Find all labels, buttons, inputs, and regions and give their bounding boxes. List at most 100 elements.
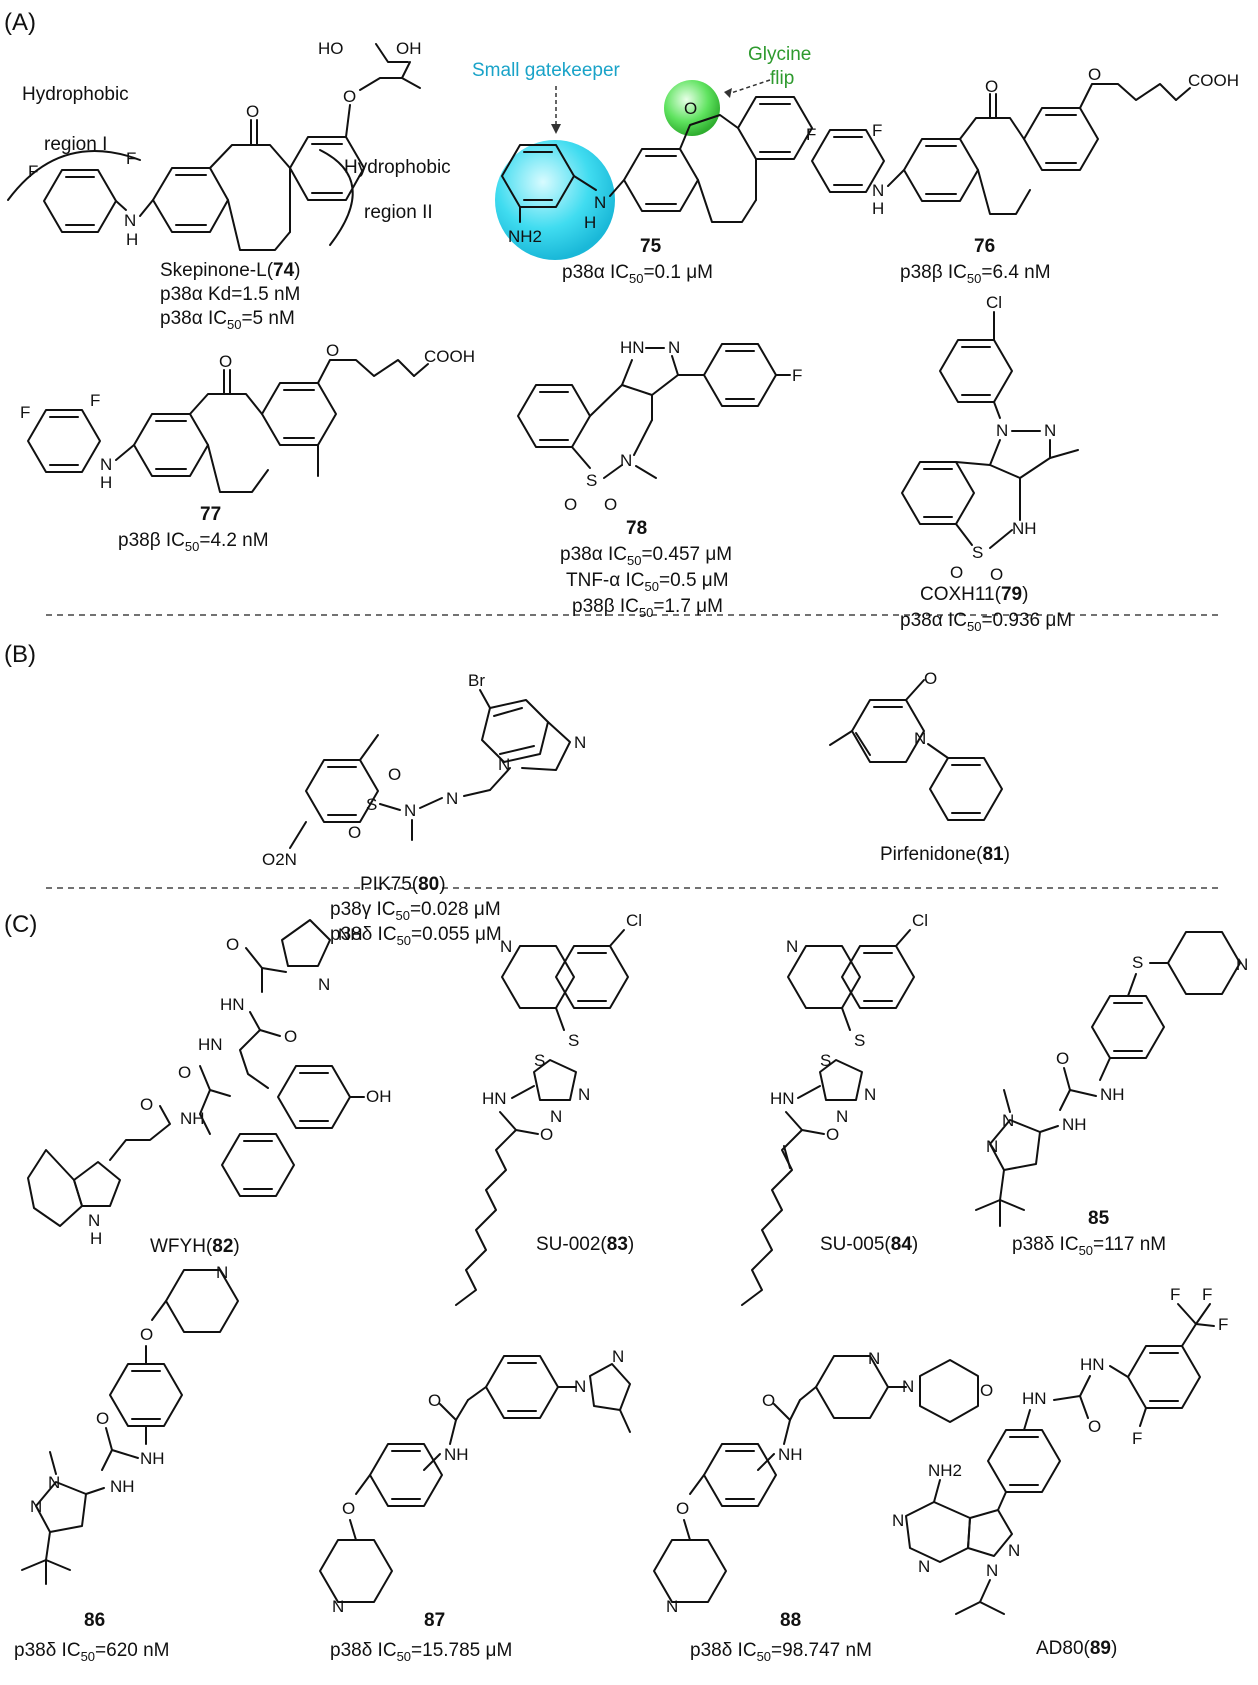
atom-n: N [786, 937, 798, 956]
atom-f: F [872, 121, 882, 140]
atom-n: N [668, 338, 680, 357]
compound-name-84: SU-005(84) [820, 1234, 918, 1255]
ring [903, 138, 979, 202]
ring [1091, 995, 1165, 1059]
atom-nh: NH [444, 1445, 469, 1464]
hydrophobic-label-1: Hydrophobic [22, 84, 129, 105]
ring [369, 1443, 443, 1507]
structure-86: N O NH O NH N N [21, 1263, 239, 1585]
ring [1023, 107, 1099, 171]
atom-n: N [100, 455, 112, 474]
ring [152, 167, 229, 233]
atom-nh: NH [1062, 1115, 1087, 1134]
atom-o: O [684, 99, 697, 118]
atom-n: N [318, 975, 330, 994]
atom-s: S [568, 1031, 579, 1050]
atom-s: S [586, 471, 597, 490]
ring [703, 1443, 777, 1507]
atom-o: O [246, 102, 259, 121]
ring [589, 1363, 631, 1411]
ring [967, 1509, 1013, 1557]
atom-o: O [140, 1325, 153, 1344]
atom-n: N [612, 1347, 624, 1366]
activity-88-1: p38δ IC50=98.747 nM [690, 1640, 872, 1664]
atom-hn: HN [198, 1035, 223, 1054]
atom-o: O [1088, 65, 1101, 84]
atom-o: O [990, 565, 1003, 584]
atom-s: S [366, 795, 377, 814]
atom-n: N [1002, 1111, 1014, 1130]
atom-oh: OH [396, 39, 422, 58]
atom-n: N [446, 789, 458, 808]
atom-cooh: COOH [1188, 71, 1239, 90]
structure-77: F F N H O O COOH [20, 341, 475, 493]
compound-name-81: Pirfenidone(81) [880, 844, 1010, 865]
hydrophobic-label-2: Hydrophobic [344, 157, 451, 178]
ring [787, 945, 861, 1009]
atom-o: O [342, 1499, 355, 1518]
atom-n: N [666, 1597, 678, 1616]
ring [485, 1355, 559, 1419]
atom-n: N [500, 937, 512, 956]
ring [517, 384, 591, 448]
structure-87: N N O NH O N [319, 1347, 631, 1616]
atom-n: N [986, 1561, 998, 1580]
atom-n: N [996, 421, 1008, 440]
atom-h: H [872, 199, 884, 218]
atom-cl: Cl [912, 911, 928, 930]
compound-name-86: 86 [84, 1610, 105, 1631]
activity-87-1: p38δ IC50=15.785 μM [330, 1640, 512, 1664]
structure-83: Cl N S S N N HN O [455, 911, 642, 1306]
atom-o: O [226, 935, 239, 954]
atom-cl: Cl [626, 911, 642, 930]
glycine-sphere [664, 80, 720, 136]
atom-n: N [404, 801, 416, 820]
ring [281, 919, 331, 967]
ring [533, 1059, 577, 1101]
ring [501, 144, 575, 208]
activity-76-1: p38β IC50=6.4 nM [900, 262, 1051, 286]
compound-name-82: WFYH(82) [150, 1236, 240, 1257]
activity-78-3: p38β IC50=1.7 μM [572, 596, 723, 620]
activity-80-2: p38δ IC50=0.055 μM [330, 924, 502, 948]
atom-n: N [574, 733, 586, 752]
structure-89: F F F F HN O HN N N N N NH2 [892, 1285, 1228, 1615]
atom-hn: HN [1022, 1389, 1047, 1408]
ring [35, 1481, 87, 1533]
compound-name-83: SU-002(83) [536, 1234, 634, 1255]
activity-77-1: p38β IC50=4.2 nM [118, 530, 269, 554]
compound-name-80: PIK75(80) [360, 874, 446, 895]
ring [703, 343, 777, 407]
atom-n: N [914, 729, 926, 748]
atom-o: O [343, 87, 356, 106]
compound-name-75: 75 [640, 236, 662, 257]
ring [43, 169, 117, 233]
atom-n: N [124, 211, 136, 230]
ring [289, 136, 365, 201]
atom-nh: NH [1012, 519, 1037, 538]
ring [737, 96, 813, 160]
atom-nh: NH [338, 925, 363, 944]
compound-name-79: COXH11(79) [920, 584, 1028, 605]
atom-o: O [980, 1381, 993, 1400]
region-label-1: region I [44, 134, 107, 155]
atom-s: S [820, 1051, 831, 1070]
panel-label-c: (C) [4, 911, 37, 938]
ring [27, 409, 101, 473]
atom-o: O [140, 1095, 153, 1114]
activity-74-2: p38α IC50=5 nM [160, 308, 295, 332]
atom-n: N [892, 1511, 904, 1530]
atom-n: N [30, 1497, 42, 1516]
atom-o: O [950, 563, 963, 582]
compound-name-77: 77 [200, 504, 221, 525]
activity-79-1: p38α IC50=0.936 μM [900, 610, 1072, 634]
structure-88: N N O O NH O N [653, 1349, 993, 1616]
atom-h: H [584, 213, 596, 232]
ring [819, 1059, 863, 1101]
atom-s: S [534, 1051, 545, 1070]
atom-f: F [90, 391, 100, 410]
structure-78: HN N S O O N F [517, 338, 802, 514]
ring [653, 1539, 727, 1603]
atom-n: N [620, 451, 632, 470]
atom-ho: HO [318, 39, 344, 58]
